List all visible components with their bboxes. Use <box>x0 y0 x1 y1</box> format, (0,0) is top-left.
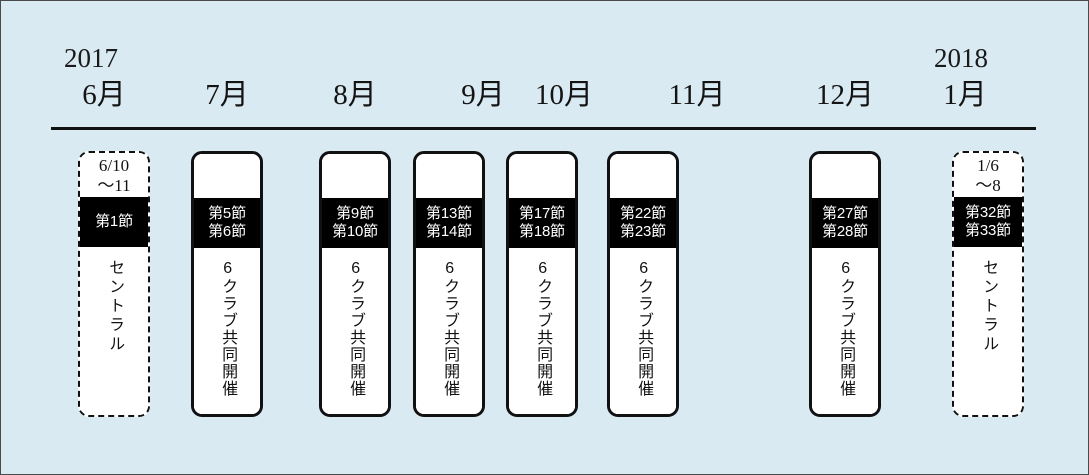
card-body: 6クラブ共同開催 <box>416 248 482 414</box>
card-date-header <box>194 154 260 198</box>
month-label-5: 10月 <box>534 79 593 111</box>
matchday-label: 第22節 <box>620 204 666 222</box>
matchday-label: 第10節 <box>332 223 378 240</box>
month-label-2: 7月 <box>205 79 249 111</box>
card-body: 6クラブ共同開催 <box>509 248 575 414</box>
matchday-label: 第23節 <box>620 223 666 240</box>
card-vertical-text: 6クラブ共同開催 <box>219 260 237 397</box>
month-label-row: 6月 7月 8月 9月 10月 11月 12月 1月 <box>1 79 1088 117</box>
timeline-axis-rule <box>51 127 1036 130</box>
card-body: 6クラブ共同開催 <box>194 248 260 414</box>
matchday-label: 第9節 <box>336 204 374 222</box>
month-label-1: 6月 <box>82 79 126 111</box>
schedule-card[interactable]: 6/10〜11 第1節セントラル <box>78 151 150 417</box>
matchday-label: 第13節 <box>426 204 472 222</box>
card-date-header <box>509 154 575 198</box>
card-vertical-text: 6クラブ共同開催 <box>347 260 365 397</box>
month-label-3: 8月 <box>333 79 377 111</box>
matchday-label: 第6節 <box>208 223 246 240</box>
card-date-header <box>610 154 676 198</box>
year-label: 2017 <box>64 43 118 73</box>
card-vertical-text: 6クラブ共同開催 <box>441 260 459 397</box>
matchday-label: 第27節 <box>822 204 868 222</box>
card-matchday-band: 第13節第14節 <box>416 198 482 248</box>
card-body: 6クラブ共同開催 <box>812 248 878 414</box>
matchday-label: 第32節 <box>965 203 1011 221</box>
card-matchday-band: 第32節第33節 <box>954 197 1022 247</box>
card-vertical-text: 6クラブ共同開催 <box>635 260 653 397</box>
card-matchday-band: 第22節第23節 <box>610 198 676 248</box>
card-body: 6クラブ共同開催 <box>322 248 388 414</box>
schedule-card[interactable]: 第27節第28節 6クラブ共同開催 <box>809 151 881 417</box>
matchday-label: 第14節 <box>426 223 472 240</box>
matchday-label: 第33節 <box>965 222 1011 239</box>
card-date-header <box>812 154 878 198</box>
matchday-label: 第18節 <box>519 223 565 240</box>
schedule-card[interactable]: 第9節第10節 6クラブ共同開催 <box>319 151 391 417</box>
card-date-header: 1/6〜8 <box>954 153 1022 197</box>
card-date-line: 1/6 <box>977 155 999 175</box>
card-matchday-band: 第9節第10節 <box>322 198 388 248</box>
schedule-card[interactable]: 第5節第6節 6クラブ共同開催 <box>191 151 263 417</box>
matchday-label: 第17節 <box>519 204 565 222</box>
card-date-line: 6/10 <box>98 155 130 175</box>
card-date-line: 〜11 <box>97 176 131 195</box>
matchday-label: 第1節 <box>95 212 133 230</box>
card-matchday-band: 第27節第28節 <box>812 198 878 248</box>
card-body: セントラル <box>80 247 148 415</box>
card-vertical-text: 6クラブ共同開催 <box>837 260 855 397</box>
card-matchday-band: 第17節第18節 <box>509 198 575 248</box>
matchday-label: 第5節 <box>208 204 246 222</box>
schedule-card[interactable]: 第22節第23節 6クラブ共同開催 <box>607 151 679 417</box>
card-vertical-text: セントラル <box>980 259 998 354</box>
card-body: 6クラブ共同開催 <box>610 248 676 414</box>
card-vertical-text: セントラル <box>106 259 124 354</box>
schedule-card[interactable]: 第13節第14節 6クラブ共同開催 <box>413 151 485 417</box>
card-matchday-band: 第5節第6節 <box>194 198 260 248</box>
schedule-card[interactable]: 第17節第18節 6クラブ共同開催 <box>506 151 578 417</box>
year-label: 2018 <box>934 43 988 73</box>
month-label-6: 11月 <box>668 79 726 111</box>
card-date-header: 6/10〜11 <box>80 153 148 197</box>
card-vertical-text: 6クラブ共同開催 <box>534 260 552 397</box>
month-label-8: 1月 <box>943 79 987 111</box>
matchday-label: 第28節 <box>822 223 868 240</box>
card-date-line: 〜8 <box>975 176 1001 195</box>
month-label-7: 12月 <box>815 79 874 111</box>
card-body: セントラル <box>954 247 1022 415</box>
card-date-header <box>416 154 482 198</box>
card-date-header <box>322 154 388 198</box>
card-matchday-band: 第1節 <box>80 197 148 247</box>
month-label-4: 9月 <box>461 79 505 111</box>
